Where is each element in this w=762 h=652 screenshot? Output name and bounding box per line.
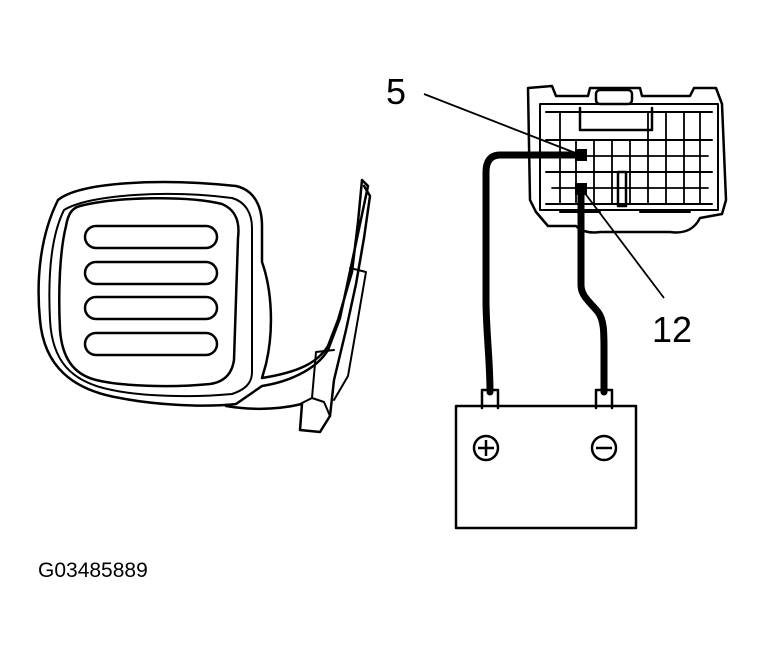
- lead-terminal-5: [482, 151, 585, 396]
- heater-slot: [83, 331, 219, 357]
- connector-cavity: [539, 103, 719, 211]
- heater-slot: [83, 295, 219, 321]
- connector-lock-tab: [594, 88, 634, 106]
- battery: [454, 388, 638, 530]
- battery-body: [454, 404, 638, 530]
- lead-terminal-12: [577, 185, 608, 396]
- leader-line-12: [583, 191, 665, 299]
- mirror-housing-rim: [48, 193, 253, 398]
- battery-post-positive: [480, 388, 500, 410]
- test-leads: [482, 151, 608, 396]
- battery-post-negative: [594, 388, 614, 410]
- callout-pin-12: 12: [652, 309, 692, 350]
- mirror-glass: [58, 196, 240, 388]
- minus-terminal-icon: [590, 434, 618, 462]
- mirror-connector: [526, 84, 728, 234]
- figure-id: G03485889: [38, 559, 148, 582]
- outside-mirror-assembly: [37, 178, 372, 434]
- callout-pin-5: 5: [386, 71, 406, 112]
- heater-slot: [83, 224, 219, 250]
- leader-line-5: [423, 93, 579, 155]
- plus-terminal-icon: [472, 434, 500, 462]
- heater-slot: [83, 260, 219, 286]
- mirror-bracket: [299, 267, 367, 417]
- mirror-housing: [37, 178, 370, 407]
